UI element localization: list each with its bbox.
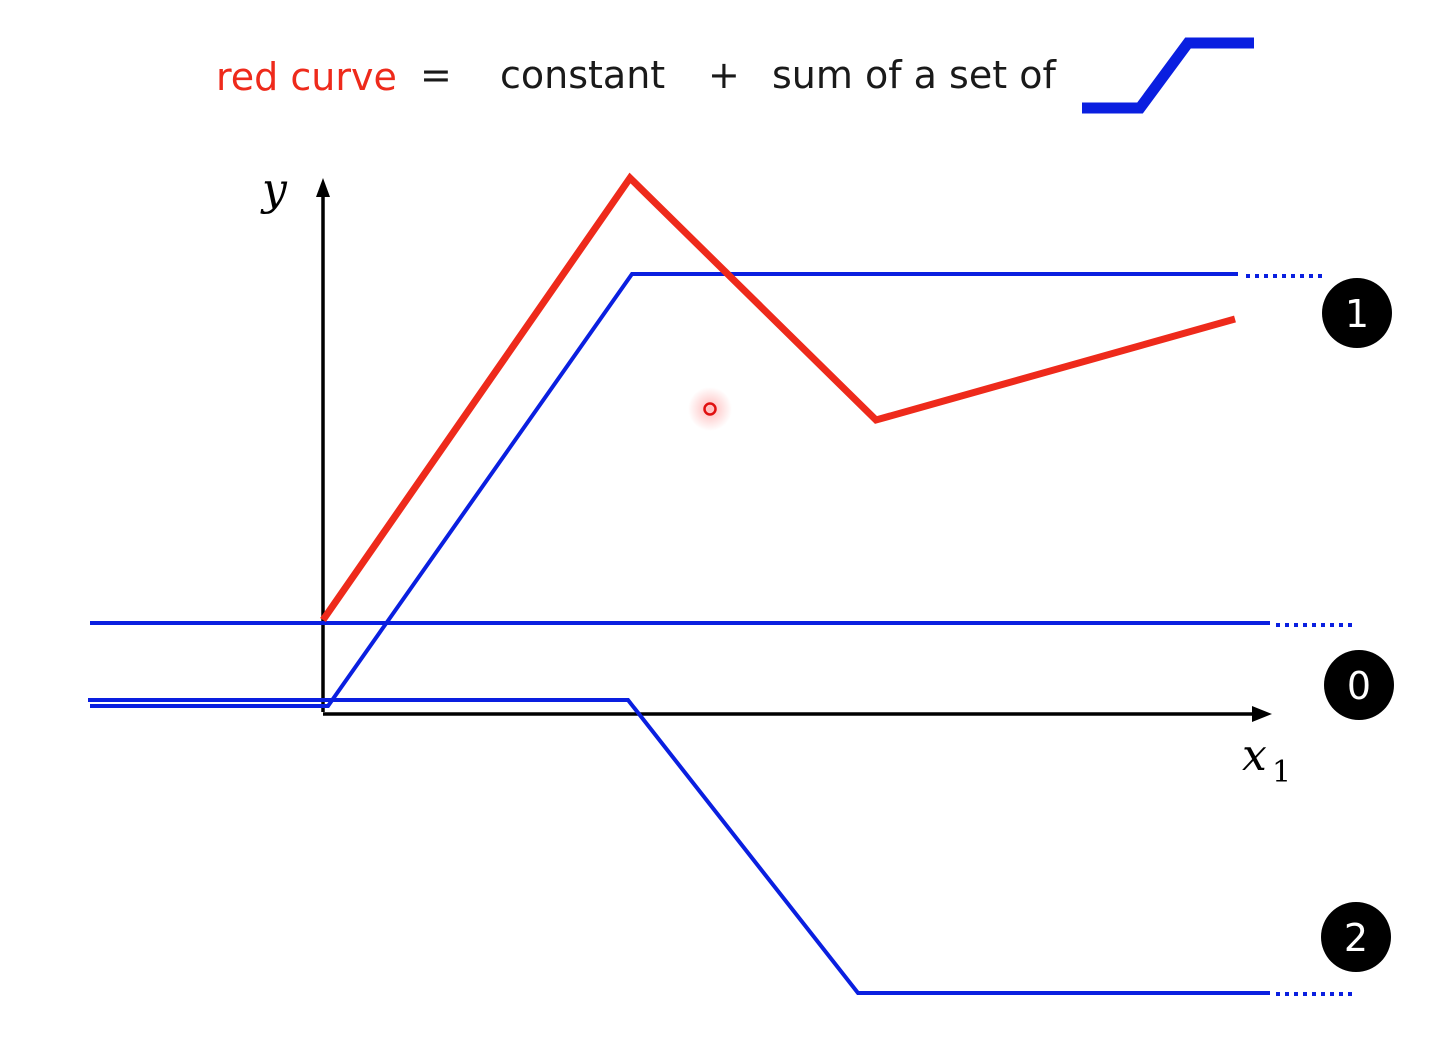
- red-curve-label: red curve: [216, 55, 397, 99]
- badge-1-label: 1: [1345, 292, 1369, 336]
- badge-2-label: 2: [1344, 916, 1368, 960]
- red-curve: [320, 172, 1236, 622]
- plus-sign: +: [708, 53, 740, 97]
- badge-0-label: 0: [1347, 664, 1371, 708]
- sum-of-label: sum of a set of: [772, 53, 1057, 97]
- badge-0: 0: [1324, 650, 1394, 720]
- blue-curve-0: [90, 621, 1356, 627]
- cursor-ring-icon: [688, 387, 732, 431]
- hard-sigmoid-icon: [1082, 37, 1254, 114]
- x-axis-label-subscript: 1: [1272, 755, 1291, 790]
- badge-2: 2: [1321, 902, 1391, 972]
- blue-curve-2: [88, 698, 1356, 996]
- blue-curve-1: [90, 272, 1326, 708]
- x-axis-label-main: x: [1242, 730, 1267, 781]
- x-axis: [323, 706, 1272, 722]
- y-axis-label: y: [260, 164, 288, 215]
- equals-sign: =: [420, 53, 452, 97]
- badge-1: 1: [1322, 278, 1392, 348]
- y-axis: [316, 178, 330, 712]
- constant-label: constant: [500, 53, 665, 97]
- x-axis-label: x 1: [1242, 730, 1291, 790]
